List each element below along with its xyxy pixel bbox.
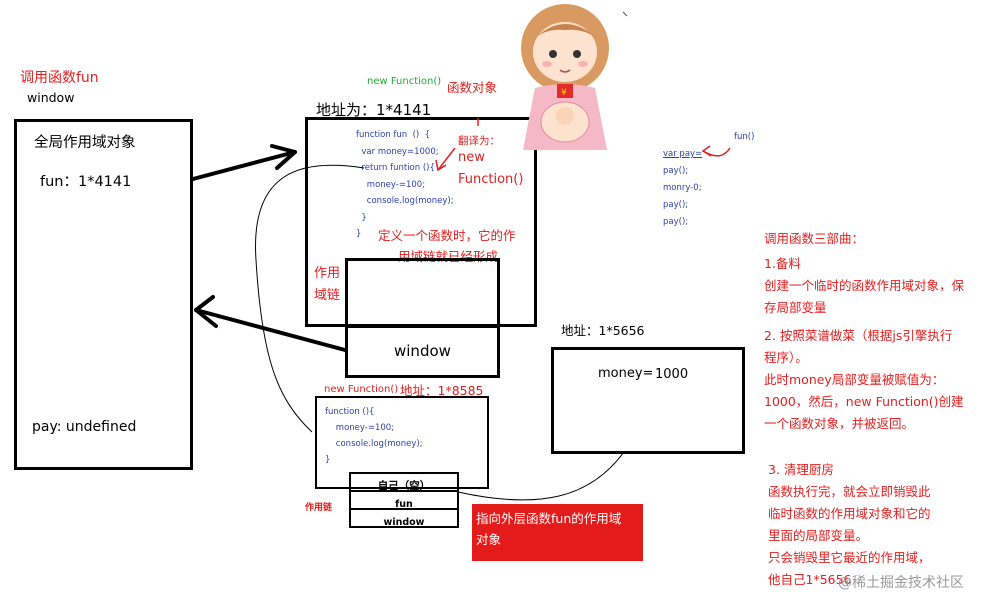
inner-function-box: [315, 396, 489, 489]
callout-line-1: 指向外层函数fun的作用域: [476, 511, 622, 526]
step1-title: 1.备料: [764, 256, 801, 271]
fn-new-function-label: new Function(): [367, 76, 442, 87]
code-line: var pay=: [663, 149, 703, 159]
code-line: return funtion (){: [356, 163, 435, 173]
code-line: pay();: [663, 166, 689, 176]
inner-chain-cell-window: window: [349, 508, 459, 528]
call-fun-title: 调用函数fun: [20, 70, 99, 86]
outer-scope-callout: 指向外层函数fun的作用域 对象: [472, 504, 643, 561]
scope-chain-window-text: window: [394, 342, 451, 360]
step2-body-3: 一个函数对象，并被返回。: [764, 416, 915, 431]
step3-body-3: 里面的局部变量。: [768, 528, 869, 543]
global-fun-entry: fun：1*4141: [40, 174, 132, 190]
right-code-block: var pay= pay(); monry-0; pay(); pay();: [663, 146, 702, 231]
steps-block: 调用函数三部曲： 1.备料 创建一个临时的函数作用域对象，保 存局部变量 2. …: [764, 228, 964, 435]
local-money-value: 1000: [655, 367, 689, 382]
fn-object-address: 地址为：1*4141: [316, 101, 432, 119]
red-arrow-translate: [437, 147, 456, 171]
curve-fun-to-inner: [255, 164, 365, 433]
arrow-global-to-function: [191, 150, 297, 181]
code-line: console.log(money);: [325, 439, 423, 449]
red-arrow-fun-call: [702, 147, 731, 157]
global-scope-box: 全局作用域对象 fun：1*4141 pay: undefined: [14, 119, 193, 470]
step1-body-1: 创建一个临时的函数作用域对象，保: [764, 278, 965, 293]
step3-body-1: 函数执行完，就会立即销毁此: [768, 484, 931, 499]
window-label: window: [27, 90, 75, 105]
translate-note-3: Function(): [458, 172, 524, 187]
code-line: var money=1000;: [356, 146, 439, 157]
arrowhead-global: [194, 295, 218, 328]
inner-chain-self-text: 自己（空）: [377, 480, 431, 492]
step3-body-2: 临时函数的作用域对象和它的: [768, 506, 931, 521]
local-scope-box: money= 1000: [551, 347, 745, 454]
inner-scope-chain-label: 作用链: [305, 503, 333, 513]
curve-chain-to-local: [457, 451, 625, 501]
code-line: }: [356, 212, 367, 223]
inner-chain-window-text: window: [383, 517, 425, 528]
translate-note-2: new: [458, 150, 485, 165]
code-line: money-=100;: [356, 179, 426, 190]
code-line: function (){: [325, 407, 375, 417]
step3-body-4: 只会销毁里它最近的作用域，: [768, 550, 931, 565]
code-line: pay();: [663, 217, 689, 227]
right-fun-label: fun(): [734, 132, 755, 142]
step2-body-1: 此时money局部变量被赋值为：: [764, 372, 945, 387]
code-line: money-=100;: [325, 423, 395, 433]
code-line: monry-0;: [663, 183, 702, 193]
code-line: pay();: [663, 200, 689, 210]
step3-body-5: 他自己1*5656: [768, 572, 852, 587]
scope-chain-label-1: 作用: [314, 266, 341, 281]
inner-chain-fun-text: fun: [395, 499, 413, 510]
inner-code-block: function (){ money-=100; console.log(mon…: [325, 404, 423, 468]
watermark: @稀土掘金技术社区: [838, 575, 964, 591]
local-money-label: money=: [598, 366, 654, 381]
arrow-window-to-global: [194, 308, 347, 352]
steps-heading: 调用函数三部曲：: [764, 231, 865, 246]
code-line: console.log(money);: [356, 196, 454, 206]
step3-block: 3. 清理厨房 函数执行完，就会立即销毁此 临时函数的作用域对象和它的 里面的局…: [768, 459, 931, 591]
step2-title-1: 2. 按照菜谱做菜（根据js引擎执行: [764, 328, 953, 343]
step1-body-2: 存局部变量: [764, 300, 827, 315]
code-line: }: [325, 455, 331, 465]
step2-title-2: 程序）。: [764, 350, 808, 365]
global-pay-entry: pay: undefined: [32, 419, 137, 435]
inner-fn-address: 地址：1*8585: [400, 383, 484, 398]
step2-body-2: 1000，然后，new Function()创建: [764, 394, 964, 409]
step3-title: 3. 清理厨房: [768, 462, 834, 477]
translate-note-1: 翻译为：: [458, 135, 500, 147]
svg-text:¥: ¥: [561, 88, 567, 98]
code-line: }: [356, 229, 362, 239]
fn-object-label: 函数对象: [447, 80, 498, 95]
code-line: function fun () {: [356, 130, 431, 140]
scope-chain-window-cell: window: [345, 325, 500, 378]
callout-line-2: 对象: [476, 532, 502, 547]
cartoon-mother-illustration: ¥: [521, 4, 628, 150]
define-note-1: 定义一个函数时，它的作: [378, 228, 516, 243]
scope-chain-label-2: 域链: [314, 288, 341, 303]
inner-new-function-label: new Function(): [324, 384, 399, 395]
fn-code-block: function fun () { var money=1000; return…: [356, 127, 454, 243]
global-scope-title: 全局作用域对象: [34, 135, 136, 151]
local-scope-address: 地址：1*5656: [561, 323, 645, 338]
arrowhead-function: [270, 144, 297, 170]
